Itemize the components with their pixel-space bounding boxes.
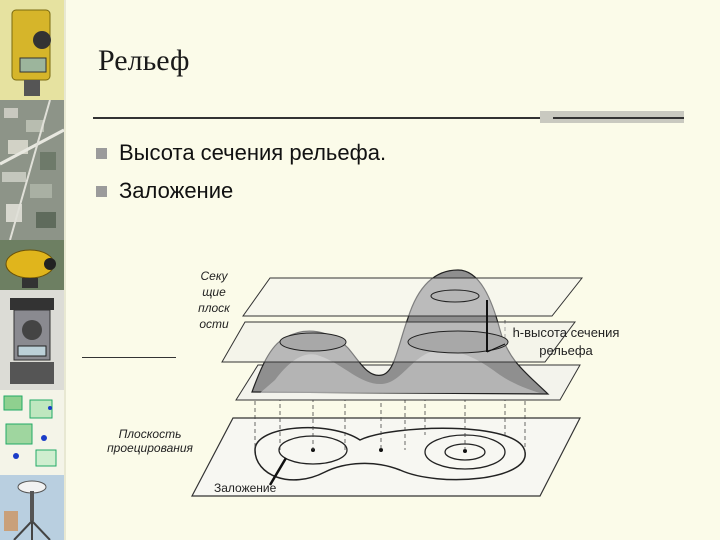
secant-planes-label-line: плоск (198, 301, 230, 315)
left-peak-section (279, 332, 347, 352)
projection-plane-label-line: проецирования (107, 441, 193, 455)
map-plan-icon (0, 390, 64, 475)
outer-contour (254, 426, 526, 481)
projection-plane-label-line: Плоскость (118, 427, 182, 441)
saddle-point (379, 448, 383, 452)
projection-plane-label: Плоскость проецирования (100, 427, 200, 455)
theodolite-icon (0, 290, 64, 390)
title-divider-right (553, 117, 684, 119)
secant-planes-label: Секу щие плоск ости (192, 268, 236, 332)
left-guide-line (82, 357, 176, 358)
bullet-text: Высота сечения рельефа. (119, 140, 387, 165)
bullet-square-icon (96, 185, 107, 197)
bullet-item: Высота сечения рельефа. (96, 134, 386, 172)
total-station-icon (0, 0, 64, 100)
section-height-label-line: рельефа (539, 343, 593, 358)
slide-title: Рельеф (98, 44, 190, 77)
left-image-strip (0, 0, 66, 540)
gnss-receiver-icon (0, 475, 64, 540)
right-peak-top-section (430, 289, 480, 303)
bullet-list: Высота сечения рельефа. Заложение (96, 134, 386, 210)
right-peak-point (463, 449, 467, 453)
projection-plane (191, 417, 581, 497)
secant-planes-label-line: Секу (200, 269, 228, 283)
spacing-pointer (268, 457, 288, 486)
secant-plane-high (242, 277, 584, 317)
secant-planes-label-line: щие (202, 285, 226, 299)
aerial-photo-icon (0, 100, 64, 240)
title-divider (93, 117, 553, 119)
bullet-square-icon (96, 147, 107, 159)
section-height-label-line: h-высота сечения (512, 325, 620, 340)
bullet-text: Заложение (119, 178, 234, 203)
spacing-label: Заложение (214, 481, 277, 495)
level-instrument-icon (0, 240, 64, 290)
section-height-label: h-высота сечения рельефа (500, 324, 632, 360)
right-peak-section (407, 330, 509, 354)
bullet-item: Заложение (96, 172, 386, 210)
terrain-highlight (260, 350, 540, 393)
secant-planes-label-line: ости (199, 317, 229, 331)
